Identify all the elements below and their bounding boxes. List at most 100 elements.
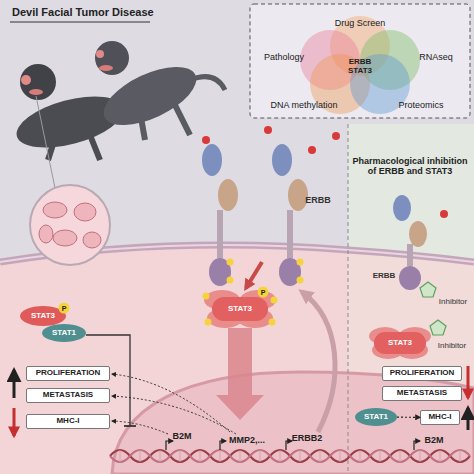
phospho-label: P xyxy=(258,287,269,298)
gene-label: B2M xyxy=(172,431,191,441)
erbb-receptor xyxy=(399,266,421,290)
inhibition-line xyxy=(124,425,136,427)
signal-arrow xyxy=(302,292,335,432)
signal-arrow xyxy=(246,262,262,288)
node-label: STAT1 xyxy=(52,329,76,338)
devil-illustration xyxy=(11,41,225,160)
promoter-arrow xyxy=(414,441,420,450)
node-label: METASTASIS xyxy=(397,389,447,398)
node-label: PROLIFERATION xyxy=(36,369,101,378)
outcome-box: MHC-I xyxy=(420,410,460,425)
erbb-receptor xyxy=(218,179,238,211)
inhibitor-symbol xyxy=(420,282,436,297)
erbb-receptor xyxy=(227,277,234,284)
inhibitor-label: Inhibitor xyxy=(439,297,467,306)
node-label: STAT3 xyxy=(31,312,55,321)
devil-illustration xyxy=(99,65,113,71)
ligand xyxy=(264,126,272,134)
change-arrow xyxy=(13,408,16,436)
dna-helix xyxy=(120,450,460,462)
outcome-box: MHC-I xyxy=(26,414,110,429)
title-underline xyxy=(10,22,150,23)
tumor-cell-inset xyxy=(53,230,77,246)
devil-illustration xyxy=(190,77,225,90)
change-arrow xyxy=(13,370,16,398)
gene-label: B2M xyxy=(424,435,443,445)
signal-arrow xyxy=(216,328,264,420)
erbb-receptor xyxy=(407,244,413,266)
erbb-receptor xyxy=(287,210,293,258)
tumor-cell-inset xyxy=(30,96,110,265)
venn-label: Proteomics xyxy=(398,101,443,111)
inhibitor-symbol xyxy=(430,320,446,335)
devil-illustration xyxy=(20,64,56,100)
protein-ellipse: STAT3 xyxy=(374,332,426,354)
regulation-connector xyxy=(397,417,420,418)
tumor-cell-inset xyxy=(83,232,101,248)
devil-illustration xyxy=(95,55,204,137)
tumor-cell-inset xyxy=(39,225,53,243)
gene-label: ERBB2 xyxy=(292,433,323,443)
signal-arrow xyxy=(216,262,335,432)
panel-divider xyxy=(348,124,349,474)
ligand xyxy=(202,136,210,144)
ligand xyxy=(440,210,448,218)
stat3-dimer xyxy=(271,297,278,304)
change-arrow xyxy=(467,366,470,398)
outcome-box: METASTASIS xyxy=(382,386,462,401)
cytoplasm xyxy=(0,245,348,474)
venn-label: RNAseq xyxy=(419,53,453,63)
erbb-receptor xyxy=(409,221,427,247)
erbb-receptor xyxy=(217,210,223,258)
regulation-arrow xyxy=(112,421,168,434)
devil-illustration xyxy=(48,138,55,160)
change-arrow xyxy=(14,366,468,436)
node-label: METASTASIS xyxy=(43,391,93,400)
tumor-cell-inset xyxy=(30,185,110,265)
stat3-dimer xyxy=(269,319,276,326)
stat3-dimer xyxy=(203,293,210,300)
venn-center-label: ERBB STAT3 xyxy=(343,57,377,75)
erbb-receptor xyxy=(227,259,234,266)
erbb-receptor xyxy=(202,144,222,176)
erbb-receptor xyxy=(297,277,304,284)
dna-helix xyxy=(110,450,470,462)
devil-illustration xyxy=(140,112,145,140)
node-label: STAT3 xyxy=(388,339,412,348)
cytoplasm xyxy=(0,245,474,474)
node-label: STAT3 xyxy=(228,305,252,314)
panel-divider xyxy=(348,124,349,474)
promoter-arrow xyxy=(220,441,226,450)
receptor-label: ERBB xyxy=(305,195,331,205)
venn-label: DNA methylation xyxy=(270,101,337,111)
dna-helix xyxy=(110,450,470,462)
erbb-receptor xyxy=(288,179,308,211)
venn-frame xyxy=(250,4,470,118)
protein-ellipse: STAT1 xyxy=(355,408,397,426)
erbb-receptor xyxy=(297,259,304,266)
node-label: PROLIFERATION xyxy=(390,369,455,378)
node-label: STAT1 xyxy=(364,413,388,422)
tumor-cell-inset xyxy=(36,96,55,188)
promoter-arrow xyxy=(166,441,173,450)
venn-frame xyxy=(250,4,470,118)
panel-heading: Pharmacological inhibition of ERBB and S… xyxy=(351,156,469,177)
devil-illustration xyxy=(21,75,31,85)
gene-label: MMP2,... xyxy=(229,435,265,445)
receptor-label: ERBB xyxy=(373,271,396,280)
ligand xyxy=(308,146,316,154)
node-label: MHC-I xyxy=(428,413,451,422)
inhibitor-symbol xyxy=(420,282,446,335)
venn-label: Pathology xyxy=(264,53,304,63)
venn-label: Drug Screen xyxy=(335,19,386,29)
inhibitor-label: Inhibitor xyxy=(438,341,466,350)
devil-illustration xyxy=(29,89,43,95)
devil-illustration xyxy=(90,135,100,160)
stat3-dimer xyxy=(205,319,212,326)
erbb-receptor xyxy=(272,144,292,176)
node-label: MHC-I xyxy=(56,417,79,426)
protein-ellipse: STAT1 xyxy=(42,324,86,342)
